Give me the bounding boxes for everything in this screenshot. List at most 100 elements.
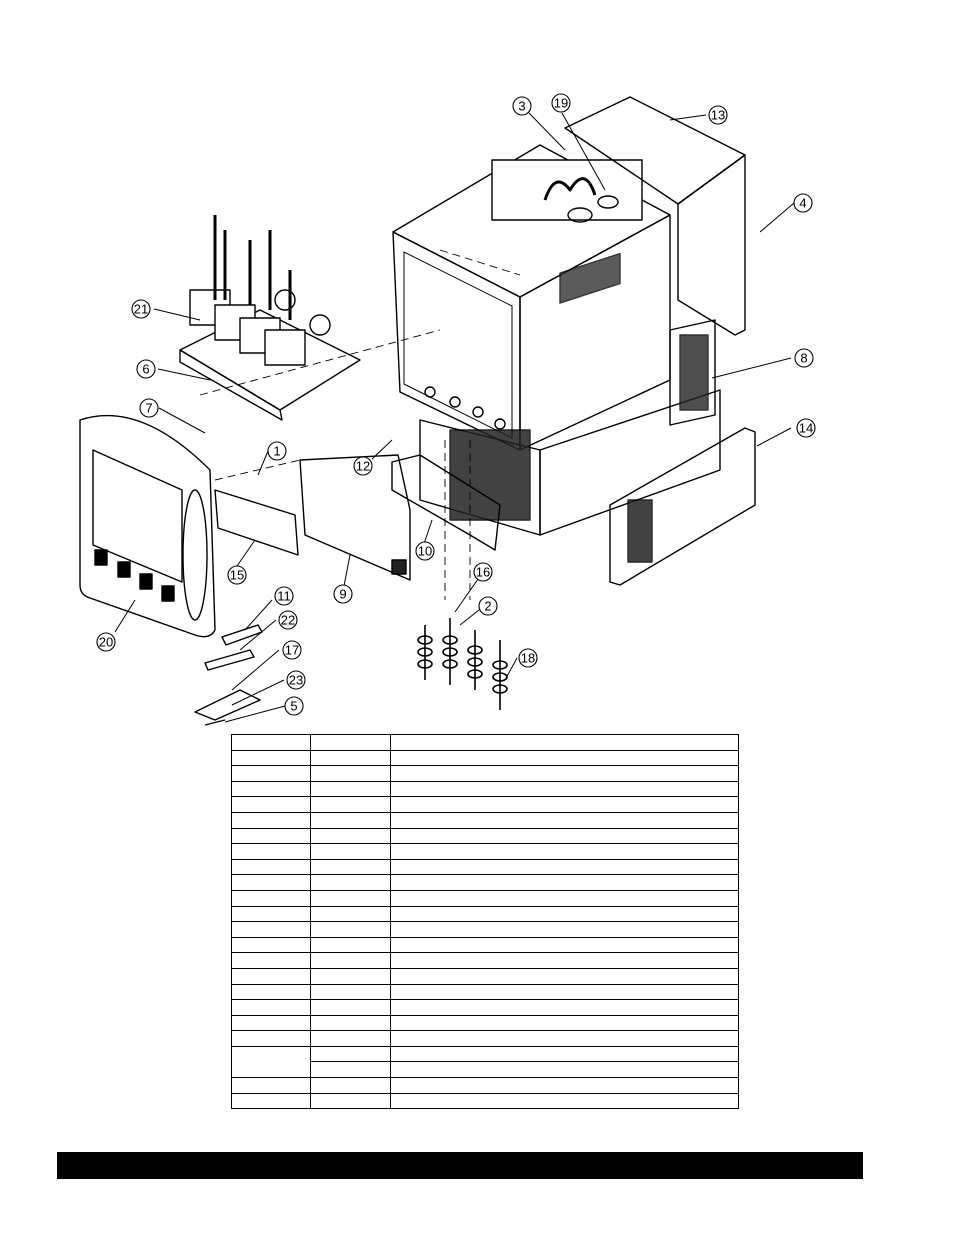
table-row (231, 1092, 739, 1110)
table-row (232, 1061, 739, 1079)
table-cell (390, 874, 739, 891)
table-cell (310, 967, 391, 985)
table-cell (231, 811, 311, 829)
front-panel (299, 454, 411, 581)
table-cell (390, 780, 739, 798)
callout-10: 10 (418, 544, 432, 559)
parts-list-table (231, 734, 739, 1110)
table-row (231, 983, 739, 1001)
table-cell (231, 983, 311, 1001)
table-row (231, 905, 739, 923)
table-row (231, 921, 739, 938)
callout-9: 9 (339, 587, 346, 602)
table-cell (231, 843, 311, 860)
table-cell (310, 983, 391, 1001)
table-cell (231, 921, 311, 938)
table-cell (310, 796, 391, 813)
callout-7: 7 (145, 401, 152, 416)
front-bezel (79, 414, 216, 638)
table-cell (231, 889, 311, 907)
table-cell (390, 858, 739, 876)
table-row (231, 843, 739, 860)
table-row (231, 999, 739, 1016)
table-cell (390, 889, 739, 907)
table-cell (390, 936, 739, 954)
table-cell (390, 1014, 739, 1032)
table-cell (310, 827, 391, 845)
callout-3: 3 (518, 99, 525, 114)
table-cell (231, 1030, 311, 1047)
callout-21: 21 (134, 302, 148, 317)
table-cell (231, 780, 311, 798)
table-cell (231, 1077, 311, 1094)
callout-22: 22 (281, 613, 295, 628)
table-cell (310, 734, 391, 751)
callout-20: 20 (99, 635, 113, 650)
table-cell (231, 874, 311, 891)
table-cell (310, 1077, 391, 1094)
table-row (231, 1077, 739, 1094)
mounting-bracket (214, 489, 299, 556)
table-cell (231, 936, 311, 954)
callout-15: 15 (230, 568, 244, 583)
table-cell (390, 1077, 739, 1094)
table-cell (390, 1061, 739, 1079)
table-row (231, 796, 739, 813)
callout-18: 18 (521, 651, 535, 666)
table-row (231, 1030, 739, 1047)
callout-8: 8 (800, 351, 807, 366)
table-row (231, 749, 739, 767)
callout-2: 2 (484, 599, 491, 614)
table-cell (310, 874, 391, 891)
nozzle-set (417, 618, 508, 710)
table-cell (231, 1014, 311, 1032)
table-row (231, 889, 739, 907)
table-row (231, 858, 739, 876)
table-cell (231, 827, 311, 845)
table-row (231, 874, 739, 891)
table-cell (390, 765, 739, 782)
table-row (231, 765, 739, 782)
callout-5: 5 (290, 699, 297, 714)
table-cell (390, 843, 739, 860)
table-cell (310, 1061, 391, 1079)
table-cell (310, 1092, 391, 1110)
table-cell (390, 1045, 739, 1063)
side-panel (609, 427, 756, 586)
table-cell (310, 811, 391, 829)
callout-14: 14 (799, 421, 813, 436)
lever-parts (194, 624, 263, 726)
top-cover (564, 96, 746, 336)
table-cell (390, 1092, 739, 1110)
table-cell (231, 734, 311, 751)
table-cell (231, 858, 311, 876)
table-cell (231, 1045, 311, 1079)
table-cell (310, 1014, 391, 1032)
table-cell (310, 936, 391, 954)
table-cell (390, 1030, 739, 1047)
table-cell (310, 905, 391, 923)
table-cell (310, 1030, 391, 1047)
callout-13: 13 (711, 108, 725, 123)
lower-base (419, 252, 721, 536)
main-cabinet (392, 144, 671, 451)
table-cell (390, 796, 739, 813)
table-row (231, 1045, 739, 1079)
callout-12: 12 (356, 459, 370, 474)
drip-tray (391, 454, 501, 551)
table-cell (310, 999, 391, 1016)
table-cell (310, 765, 391, 782)
table-cell (231, 952, 311, 969)
table-cell (310, 858, 391, 876)
table-cell (231, 749, 311, 767)
callout-4: 4 (799, 196, 806, 211)
table-row (231, 827, 739, 845)
table-cell (390, 905, 739, 923)
callout-16: 16 (476, 565, 490, 580)
table-row (231, 967, 739, 985)
table-cell (390, 749, 739, 767)
table-cell (390, 952, 739, 969)
table-cell (390, 967, 739, 985)
callout-11: 11 (277, 589, 291, 604)
